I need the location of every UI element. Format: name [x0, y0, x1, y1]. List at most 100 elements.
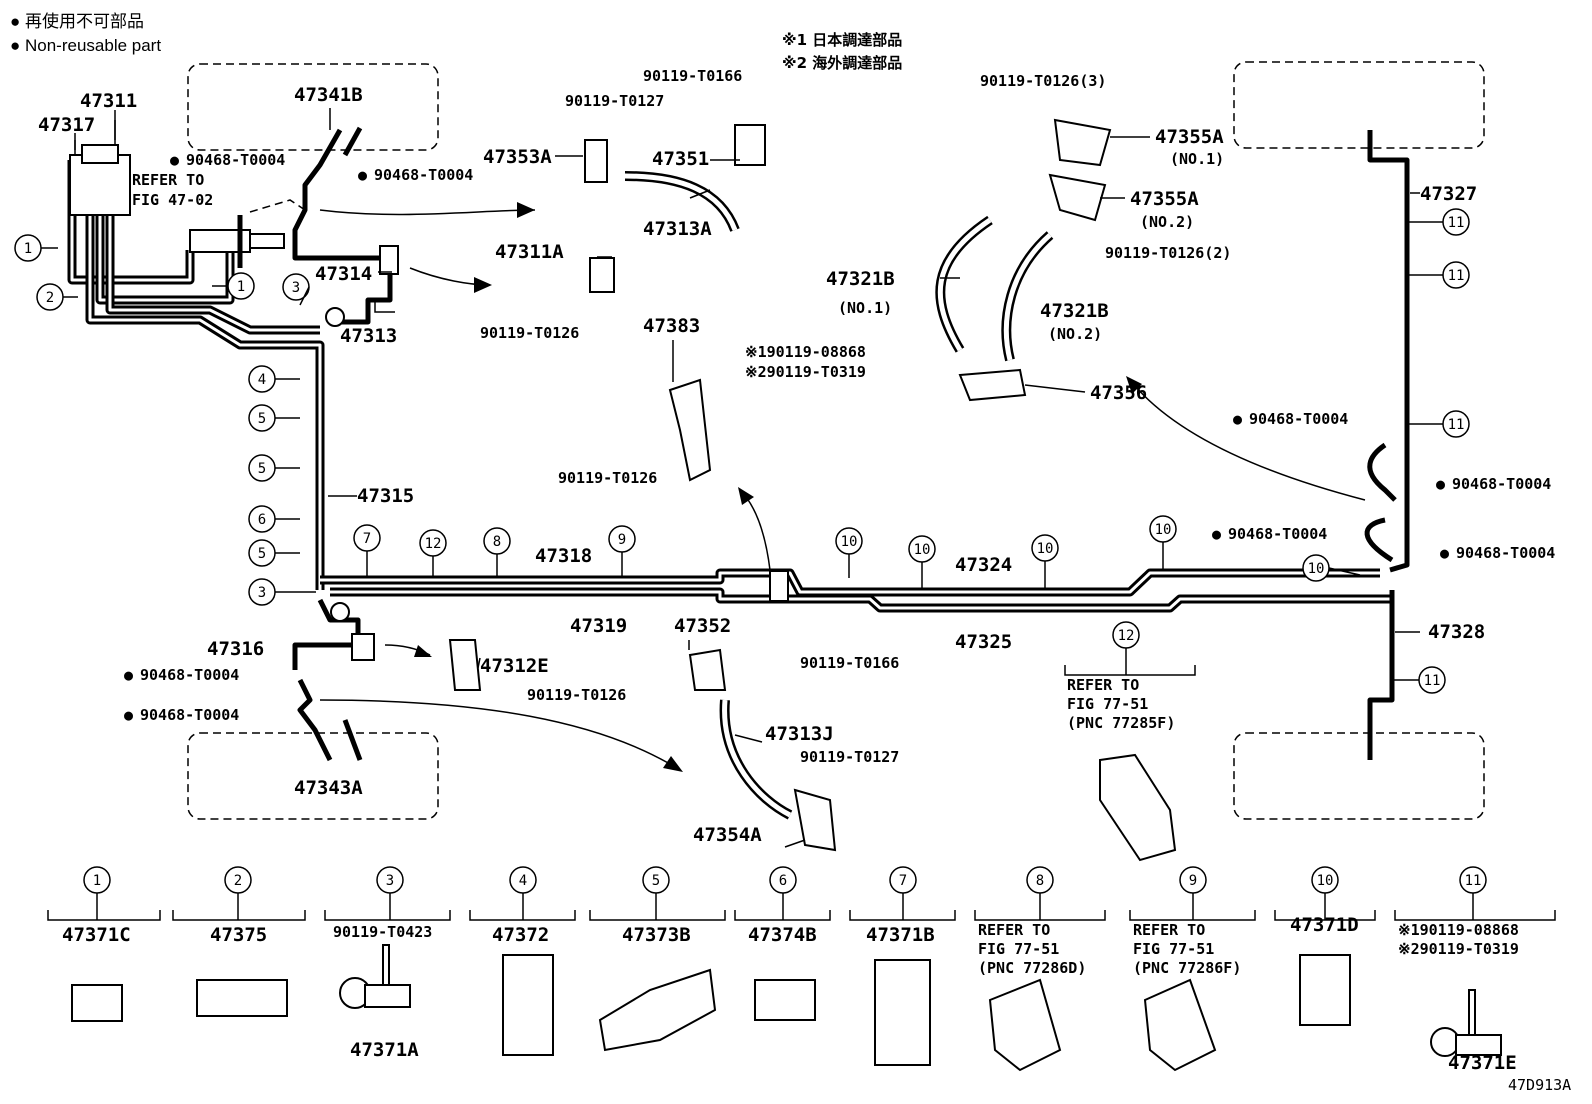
svg-text:3: 3	[386, 873, 394, 889]
bracket-47355a-no1	[1053, 118, 1112, 167]
callout-47313j: 47313J	[765, 723, 834, 745]
note-2: ※2 海外調達部品	[782, 54, 902, 72]
callout-47383: 47383	[643, 315, 700, 337]
table-num-7: 7	[889, 866, 917, 894]
refer9-line2: FIG 77-51	[1133, 940, 1214, 958]
marker-11d: 11	[1418, 666, 1446, 694]
refer-fig4702-line2: FIG 47-02	[132, 191, 213, 209]
svg-text:10: 10	[914, 542, 931, 558]
tube-47328	[1367, 590, 1395, 760]
clip-90468-r4: 90468-T0004	[1456, 544, 1555, 562]
table-num-10: 10	[1311, 866, 1339, 894]
callout-47313: 47313	[340, 325, 397, 347]
svg-text:1: 1	[237, 279, 245, 295]
svg-text:4: 4	[519, 873, 527, 889]
legend-jp: ● 再使用不可部品	[10, 11, 144, 31]
table-num-2: 2	[224, 866, 252, 894]
svg-text:3: 3	[292, 280, 300, 296]
svg-text:1: 1	[24, 241, 32, 257]
clip-marker-r1: ●	[1233, 410, 1242, 428]
clamp-2-drawing	[196, 979, 288, 1017]
marker-10d: 10	[1149, 515, 1177, 543]
refer8-line1: REFER TO	[978, 921, 1050, 939]
callout-47311: 47311	[80, 90, 137, 112]
tube-47327	[1367, 130, 1410, 573]
refer12-line1: REFER TO	[1067, 676, 1139, 694]
bottom-parts-table: 1 2 3 4 5 6 7 8 9 10 11 47371C 47375 901…	[47, 866, 1556, 1074]
clip-90468-r3: 90468-T0004	[1228, 525, 1327, 543]
marker-5c: 5	[248, 539, 276, 567]
marker-12a: 12	[419, 529, 447, 557]
marker-10c: 10	[1031, 534, 1059, 562]
svg-text:7: 7	[363, 531, 371, 547]
clamp-10-drawing	[1299, 954, 1351, 1026]
bolt-t0166-top: 90119-T0166	[643, 67, 742, 85]
bolt-t0126-c: 90119-T0126	[527, 686, 626, 704]
callout-47311a: 47311A	[495, 241, 564, 263]
marker-10a: 10	[835, 527, 863, 555]
bracket-47383	[668, 378, 712, 482]
clamp-11-drawing	[1430, 989, 1502, 1057]
svg-text:8: 8	[1036, 873, 1044, 889]
marker-5a: 5	[248, 404, 276, 432]
svg-text:10: 10	[1308, 561, 1325, 577]
marker-7: 7	[353, 524, 381, 552]
callout-47321b-no2-sub: (NO.2)	[1048, 325, 1102, 343]
callout-47355a-no1: 47355A	[1155, 126, 1224, 148]
bolt-t0127-top: 90119-T0127	[565, 92, 664, 110]
clamp-6-drawing	[754, 979, 816, 1021]
callout-47328: 47328	[1428, 621, 1485, 643]
callout-47354a: 47354A	[693, 824, 762, 846]
legend-en: ● Non-reusable part	[10, 36, 161, 55]
marker-1a: 1	[14, 234, 42, 262]
clip-marker-r3: ●	[1212, 525, 1221, 543]
clamp-5-drawing	[598, 968, 717, 1052]
svg-text:4: 4	[258, 372, 266, 388]
bracket-47354a	[793, 788, 837, 852]
tube-47341b-stub	[342, 126, 363, 157]
bracket-47353a	[584, 139, 608, 183]
svg-text:10: 10	[841, 534, 858, 550]
svg-text:6: 6	[779, 873, 787, 889]
tube-47313	[340, 245, 393, 325]
callout-47315: 47315	[357, 485, 414, 507]
clip-90468-1: 90468-T0004	[186, 151, 285, 169]
upper-left-box	[187, 63, 439, 151]
callout-47312e: 47312E	[480, 655, 549, 677]
svg-text:11: 11	[1424, 673, 1441, 689]
bolt-t0126-b: 90119-T0126	[558, 469, 657, 487]
callout-47321b-no2: 47321B	[1040, 300, 1109, 322]
table-part-6: 47374B	[748, 924, 817, 946]
callout-47355a-no2: 47355A	[1130, 188, 1199, 210]
marker-5b: 5	[248, 454, 276, 482]
callout-47321b-no1: 47321B	[826, 268, 895, 290]
svg-text:10: 10	[1155, 522, 1172, 538]
svg-text:2: 2	[46, 290, 54, 306]
bolt-labels: ● 90468-T0004 ● 90468-T0004 90119-T0166 …	[124, 67, 1555, 766]
svg-text:6: 6	[258, 512, 266, 528]
table-num-3: 3	[376, 866, 404, 894]
bolt-t0166-mid: 90119-T0166	[800, 654, 899, 672]
refer9-line1: REFER TO	[1133, 921, 1205, 939]
table-part-10: 47371D	[1290, 914, 1359, 936]
svg-text:1: 1	[93, 873, 101, 889]
callout-47352: 47352	[674, 615, 731, 637]
callout-47318: 47318	[535, 545, 592, 567]
bolt-t0127-mid: 90119-T0127	[800, 748, 899, 766]
table-bolt-08868: ※190119-08868	[1398, 921, 1519, 939]
callout-47319: 47319	[570, 615, 627, 637]
callout-47316: 47316	[207, 638, 264, 660]
clip-90468-r2: 90468-T0004	[1452, 475, 1551, 493]
svg-text:12: 12	[425, 536, 442, 552]
svg-text:9: 9	[618, 532, 626, 548]
clip-marker-r2: ●	[1436, 475, 1445, 493]
callout-47341b: 47341B	[294, 84, 363, 106]
refer8-line3: (PNC 77286D)	[978, 959, 1086, 977]
table-part-7: 47371B	[866, 924, 935, 946]
table-part-5: 47373B	[622, 924, 691, 946]
table-part-11: 47371E	[1448, 1052, 1517, 1074]
svg-text:11: 11	[1448, 215, 1465, 231]
svg-text:5: 5	[258, 411, 266, 427]
marker-1b: 1	[227, 272, 255, 300]
